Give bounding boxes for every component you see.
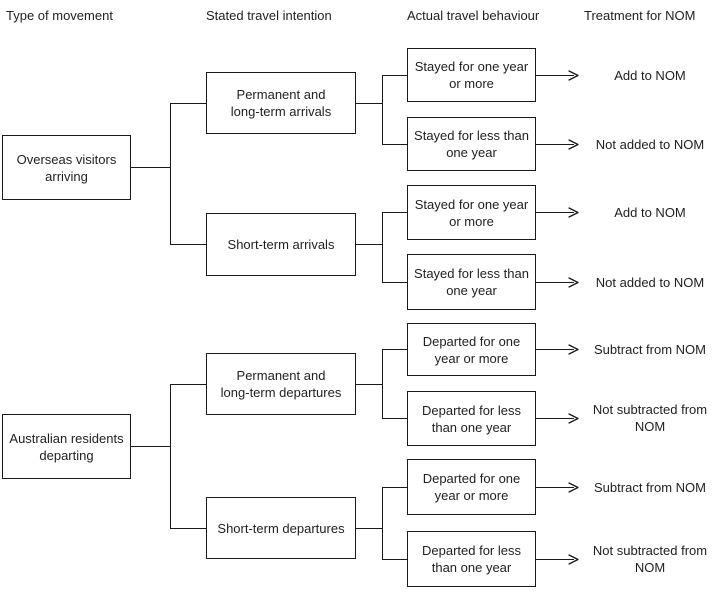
treatment-not-subtracted-from-nom-1: Not subtracted from NOM xyxy=(592,402,708,434)
node-stayed-less-than-one-year-2: Stayed for less than one year xyxy=(407,254,536,310)
treatment-add-to-nom-2: Add to NOM xyxy=(614,204,686,220)
node-stayed-one-year-or-more-2: Stayed for one year or more xyxy=(407,185,536,240)
column-header-type-of-movement: Type of movement xyxy=(6,8,113,23)
wire-movement1-bracket xyxy=(170,103,206,245)
node-departed-less-than-one-year-1: Departed for less than one year xyxy=(407,391,536,446)
node-short-term-arrivals: Short-term arrivals xyxy=(206,213,356,276)
node-stayed-less-than-one-year-1: Stayed for less than one year xyxy=(407,117,536,171)
column-header-treatment-for-nom: Treatment for NOM xyxy=(584,8,696,23)
treatment-subtract-from-nom-1: Subtract from NOM xyxy=(594,341,706,357)
treatment-add-to-nom-1: Add to NOM xyxy=(614,67,686,83)
node-permanent-long-term-departures: Permanent and long-term departures xyxy=(206,353,356,415)
node-permanent-long-term-arrivals: Permanent and long-term arrivals xyxy=(206,72,356,134)
node-overseas-visitors-arriving: Overseas visitors arriving xyxy=(2,135,131,200)
column-header-stated-travel-intention: Stated travel intention xyxy=(206,8,332,23)
arrowhead-icon xyxy=(568,277,579,288)
arrowhead-icon xyxy=(568,344,579,355)
node-stayed-one-year-or-more-1: Stayed for one year or more xyxy=(407,48,536,102)
arrowhead-icon xyxy=(568,554,579,565)
arrowhead-icon xyxy=(568,139,579,150)
wire-intent2-bracket xyxy=(382,212,407,283)
wire-intent3-bracket xyxy=(382,349,407,419)
wire-intent1-bracket xyxy=(382,75,407,145)
treatment-not-added-to-nom-2: Not added to NOM xyxy=(595,274,705,290)
wire-intent4-bracket xyxy=(382,487,407,560)
arrowhead-icon xyxy=(568,482,579,493)
node-short-term-departures: Short-term departures xyxy=(206,497,356,559)
treatment-not-subtracted-from-nom-2: Not subtracted from NOM xyxy=(592,543,708,575)
node-australian-residents-departing: Australian residents departing xyxy=(2,414,131,479)
node-departed-less-than-one-year-2: Departed for less than one year xyxy=(407,531,536,587)
treatment-not-added-to-nom-1: Not added to NOM xyxy=(595,136,705,152)
arrowhead-icon xyxy=(568,413,579,424)
node-departed-one-year-or-more-1: Departed for one year or more xyxy=(407,323,536,376)
arrowhead-icon xyxy=(568,207,579,218)
wire-movement2-bracket xyxy=(170,384,206,529)
arrowhead-icon xyxy=(568,70,579,81)
column-header-actual-travel-behaviour: Actual travel behaviour xyxy=(407,8,540,23)
node-departed-one-year-or-more-2: Departed for one year or more xyxy=(407,459,536,515)
treatment-subtract-from-nom-2: Subtract from NOM xyxy=(594,479,706,495)
